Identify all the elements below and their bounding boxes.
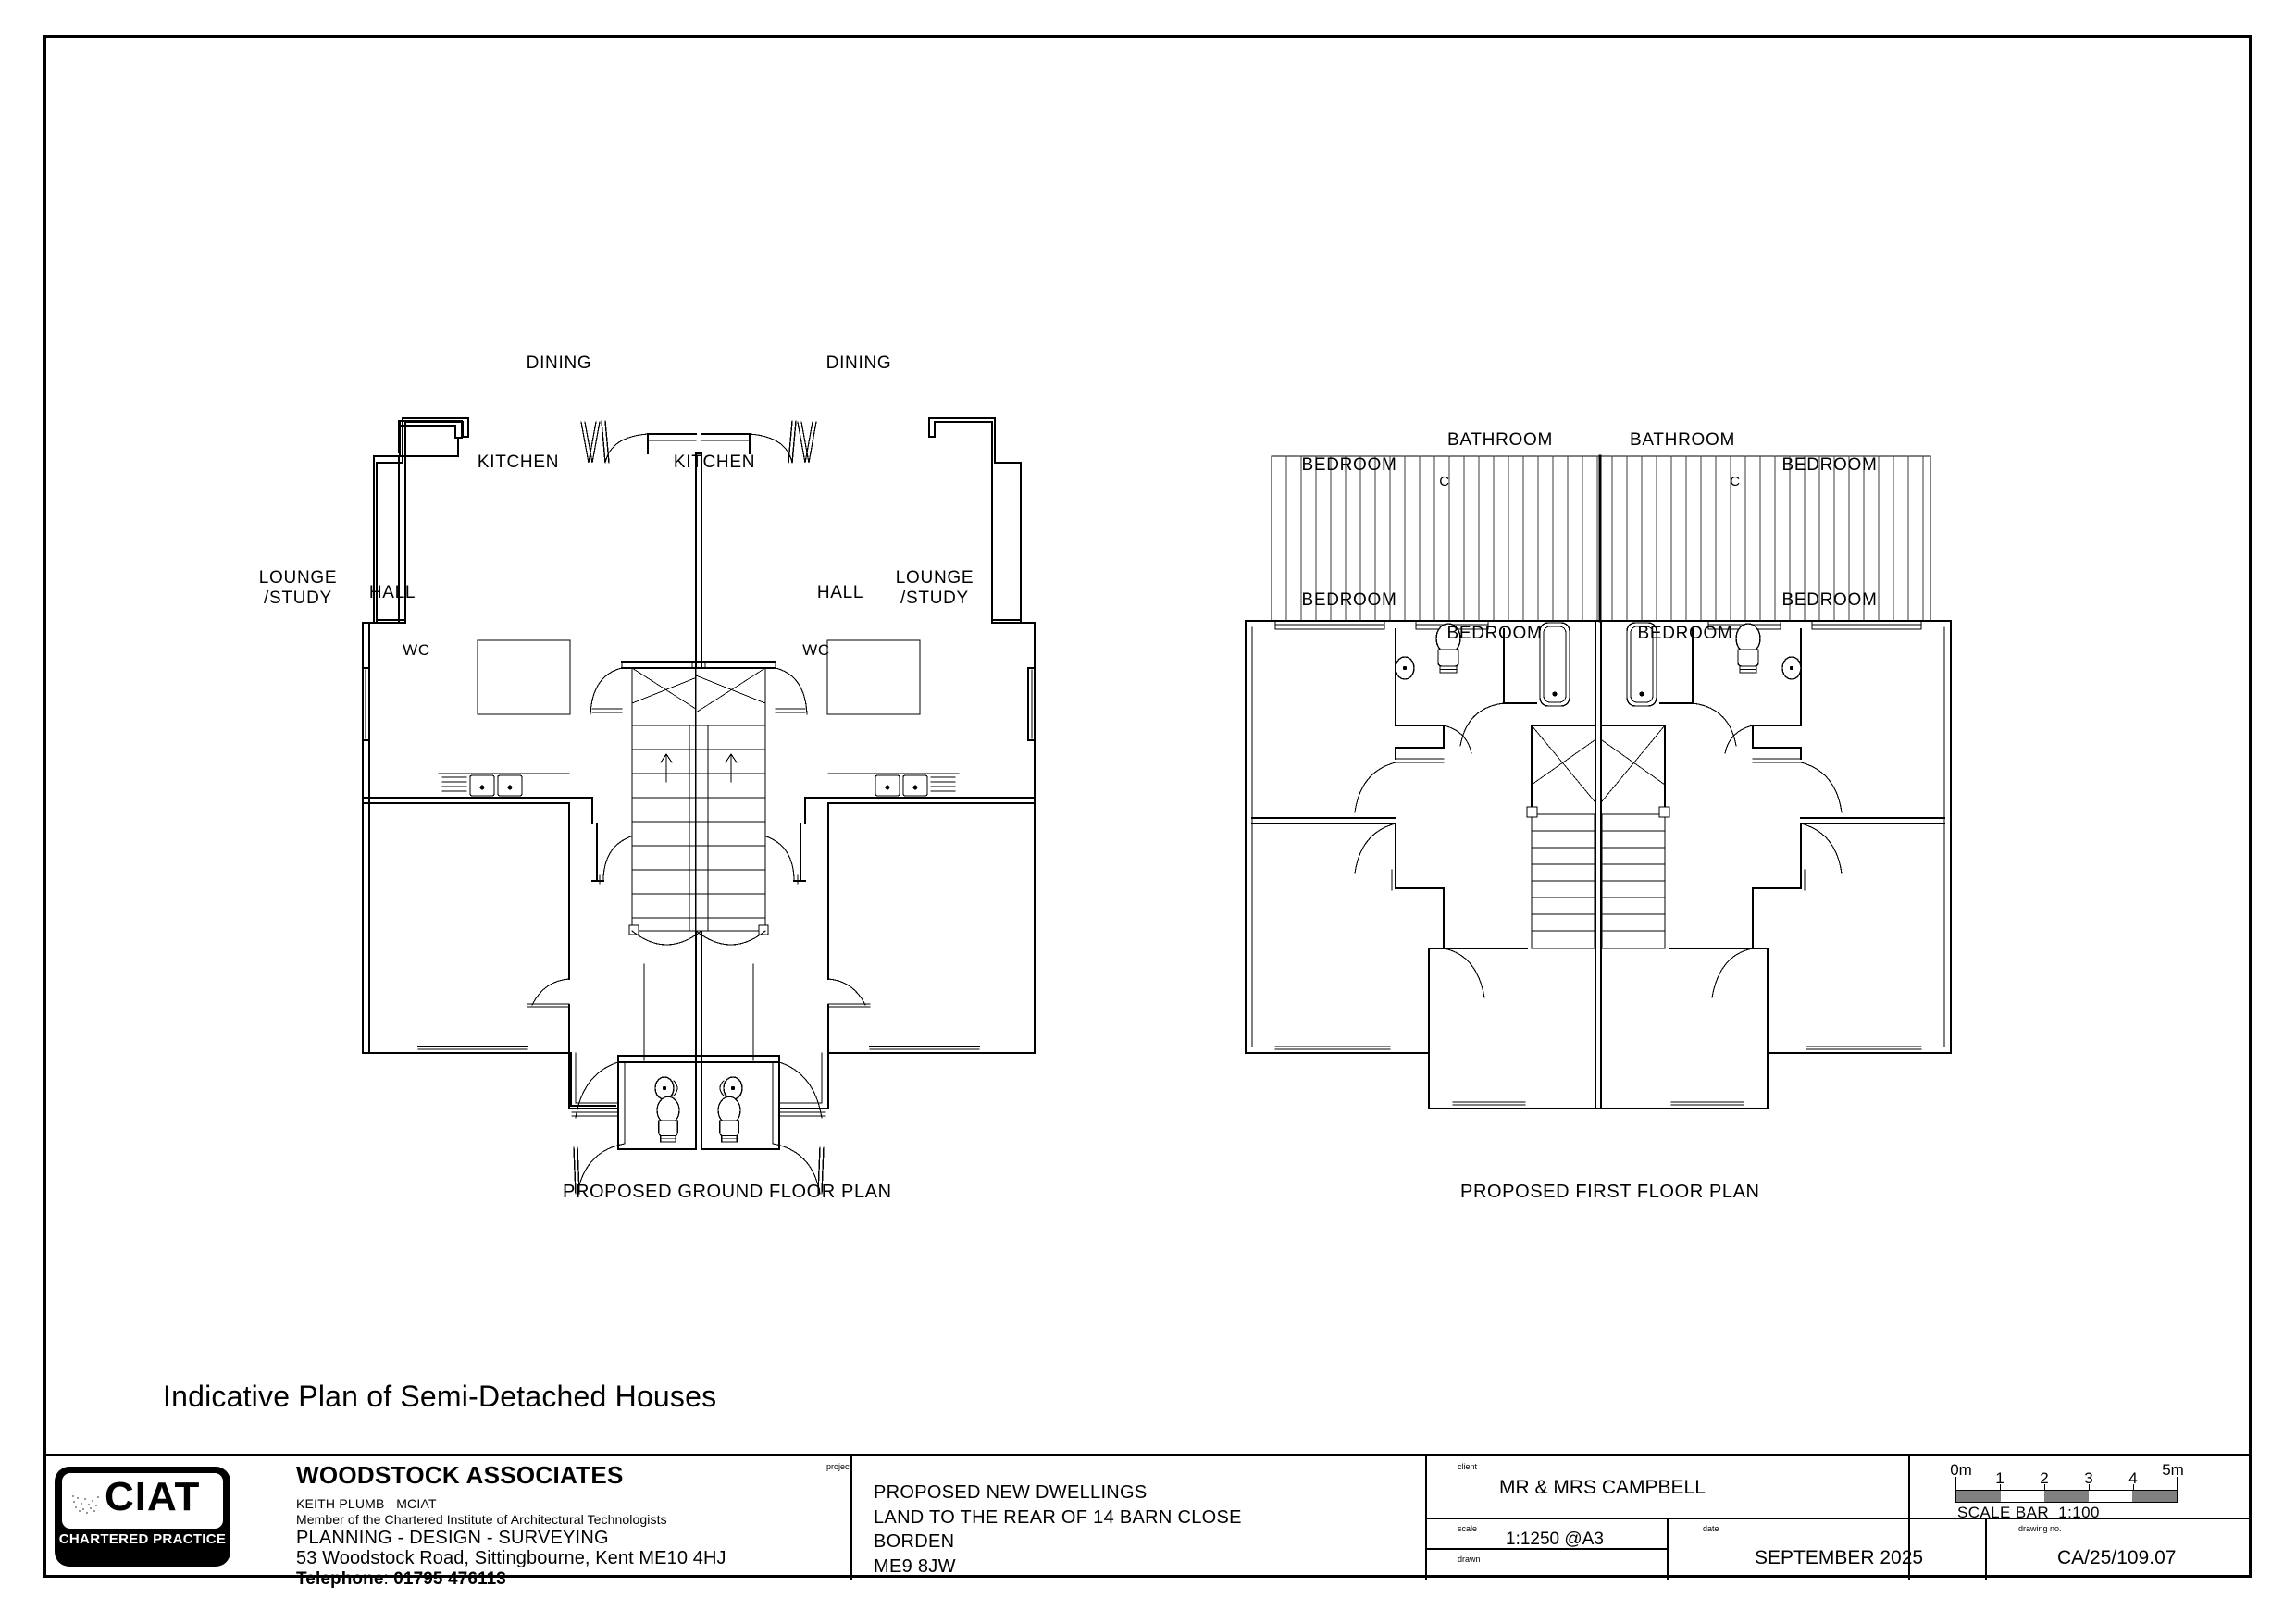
stair-first-left: [1526, 725, 1595, 949]
divider-logo-project: [850, 1456, 852, 1580]
scale-tick-line-2: [2044, 1484, 2045, 1490]
first-floor-plan: [1245, 454, 1952, 1110]
room-label-wc-left: WC: [403, 641, 430, 659]
room-label-bedroom-bottom-left: BEDROOM: [1301, 590, 1397, 610]
contact-person-credential: MCIAT: [396, 1495, 437, 1511]
ciat-brand-text: CIAT: [105, 1474, 201, 1519]
drawing-number-tag: drawing no.: [2018, 1524, 2062, 1533]
scale-tick-line-4: [2133, 1484, 2134, 1490]
lounge-line-2: /STUDY: [264, 588, 332, 609]
room-label-bedroom-centre-left: BEDROOM: [1446, 624, 1543, 643]
scale-tick-4: 4: [2128, 1469, 2138, 1487]
room-label-bathroom-right: BATHROOM: [1630, 430, 1735, 450]
company-name: WOODSTOCK ASSOCIATES: [296, 1461, 624, 1489]
scale-tick-line-5: [2177, 1477, 2178, 1490]
scale-tick-3: 3: [2084, 1469, 2093, 1487]
company-services: PLANNING - DESIGN - SURVEYING: [296, 1527, 609, 1548]
company-contact-person: KEITH PLUMB MCIAT: [296, 1490, 814, 1513]
divider-client-row: [1425, 1518, 2252, 1519]
project-description: PROPOSED NEW DWELLINGS LAND TO THE REAR …: [874, 1481, 1242, 1579]
drawn-tag: drawn: [1458, 1555, 1481, 1564]
drawing-number-value: CA/25/109.07: [2057, 1547, 2177, 1568]
scale-bar-caption: SCALE BAR 1:100: [1957, 1504, 2100, 1522]
scale-tick-5m: 5m: [2162, 1461, 2184, 1479]
scale-bar: 0m 1 2 3 4 5m SCALE BAR 1:100: [1948, 1461, 2198, 1521]
project-tag: project: [826, 1462, 852, 1471]
scale-seg-3: [2088, 1491, 2133, 1502]
room-label-bathroom-left: BATHROOM: [1447, 430, 1553, 450]
room-label-cupboard-right: C: [1730, 474, 1741, 489]
page-title: Indicative Plan of Semi-Detached Houses: [163, 1380, 717, 1413]
room-label-bedroom-centre-right: BEDROOM: [1637, 624, 1733, 643]
scale-seg-0: [1956, 1491, 2001, 1502]
scale-tick-line-1: [2000, 1484, 2001, 1490]
roof-hatch: [1271, 454, 1931, 623]
divider-scale-drawn: [1425, 1548, 1667, 1550]
scale-value: 1:1250 @A3: [1506, 1530, 1604, 1549]
project-line-3: BORDEN: [874, 1531, 955, 1553]
scale-bar-ratio: 1:100: [2058, 1504, 2100, 1521]
divider-date-drawingno: [1985, 1518, 1987, 1580]
room-label-dining-right: DINING: [825, 353, 892, 373]
room-label-dining-left: DINING: [526, 353, 592, 373]
telephone-label: Telephone: [296, 1569, 384, 1590]
room-label-bedroom-top-left: BEDROOM: [1301, 455, 1397, 475]
room-label-lounge-study-left: LOUNGE /STUDY: [259, 568, 337, 610]
lounge-line-1-right: LOUNGE: [895, 568, 974, 588]
ciat-logo-plate: CIAT: [62, 1473, 223, 1529]
scale-bar-label: SCALE BAR: [1957, 1504, 2050, 1521]
scale-tag: scale: [1458, 1524, 1478, 1533]
ciat-emblem-icon: [71, 1492, 99, 1516]
room-label-hall-right: HALL: [816, 583, 864, 602]
ciat-chartered-practice-text: CHARTERED PRACTICE: [58, 1531, 227, 1547]
ciat-logo: CIAT CHARTERED PRACTICE: [55, 1467, 230, 1567]
scale-bar-graphic: [1955, 1490, 2178, 1503]
scale-seg-4: [2132, 1491, 2177, 1502]
divider-scale-date: [1667, 1518, 1669, 1580]
project-line-2: LAND TO THE REAR OF 14 BARN CLOSE: [874, 1506, 1242, 1528]
caption-ground-floor-plan: PROPOSED GROUND FLOOR PLAN: [563, 1182, 892, 1202]
company-address: 53 Woodstock Road, Sittingbourne, Kent M…: [296, 1548, 726, 1569]
company-telephone: Telephone: 01795 476113: [296, 1569, 506, 1590]
scale-seg-2: [2044, 1491, 2089, 1502]
lounge-line-1: LOUNGE: [258, 568, 338, 588]
room-label-lounge-study-right: LOUNGE /STUDY: [896, 568, 974, 610]
company-details: WOODSTOCK ASSOCIATES KEITH PLUMB MCIAT M…: [296, 1461, 814, 1590]
room-label-cupboard-left: C: [1439, 474, 1450, 489]
room-label-kitchen-right: KITCHEN: [673, 452, 756, 472]
room-label-kitchen-left: KITCHEN: [477, 452, 560, 472]
scale-tick-2: 2: [2040, 1469, 2049, 1487]
project-line-1: PROPOSED NEW DWELLINGS: [874, 1482, 1148, 1503]
room-label-wc-right: WC: [802, 641, 830, 659]
contact-person-name: KEITH PLUMB: [296, 1495, 385, 1511]
client-name: MR & MRS CAMPBELL: [1499, 1477, 1706, 1498]
telephone-number: 01795 476113: [393, 1569, 506, 1590]
scale-seg-1: [2000, 1491, 2045, 1502]
date-value: SEPTEMBER 2025: [1755, 1547, 1924, 1568]
project-line-4: ME9 8JW: [874, 1555, 956, 1577]
scale-tick-line-0: [1955, 1477, 1956, 1490]
company-membership: Member of the Chartered Institute of Arc…: [296, 1511, 667, 1527]
caption-first-floor-plan: PROPOSED FIRST FLOOR PLAN: [1460, 1182, 1760, 1202]
room-label-hall-left: HALL: [368, 583, 416, 602]
ground-floor-plan: [362, 417, 1036, 1195]
room-label-bedroom-bottom-right: BEDROOM: [1781, 590, 1878, 610]
lounge-line-2-right: /STUDY: [900, 588, 969, 609]
sheet-border: [43, 35, 2252, 1578]
date-tag: date: [1703, 1524, 1719, 1533]
scale-tick-line-3: [2089, 1484, 2090, 1490]
scale-tick-1: 1: [1995, 1469, 2004, 1487]
title-block: [43, 1454, 2252, 1580]
room-label-bedroom-top-right: BEDROOM: [1781, 455, 1878, 475]
client-tag: client: [1458, 1462, 1478, 1471]
stair-left: [628, 667, 702, 946]
scale-tick-0m: 0m: [1950, 1461, 1972, 1479]
